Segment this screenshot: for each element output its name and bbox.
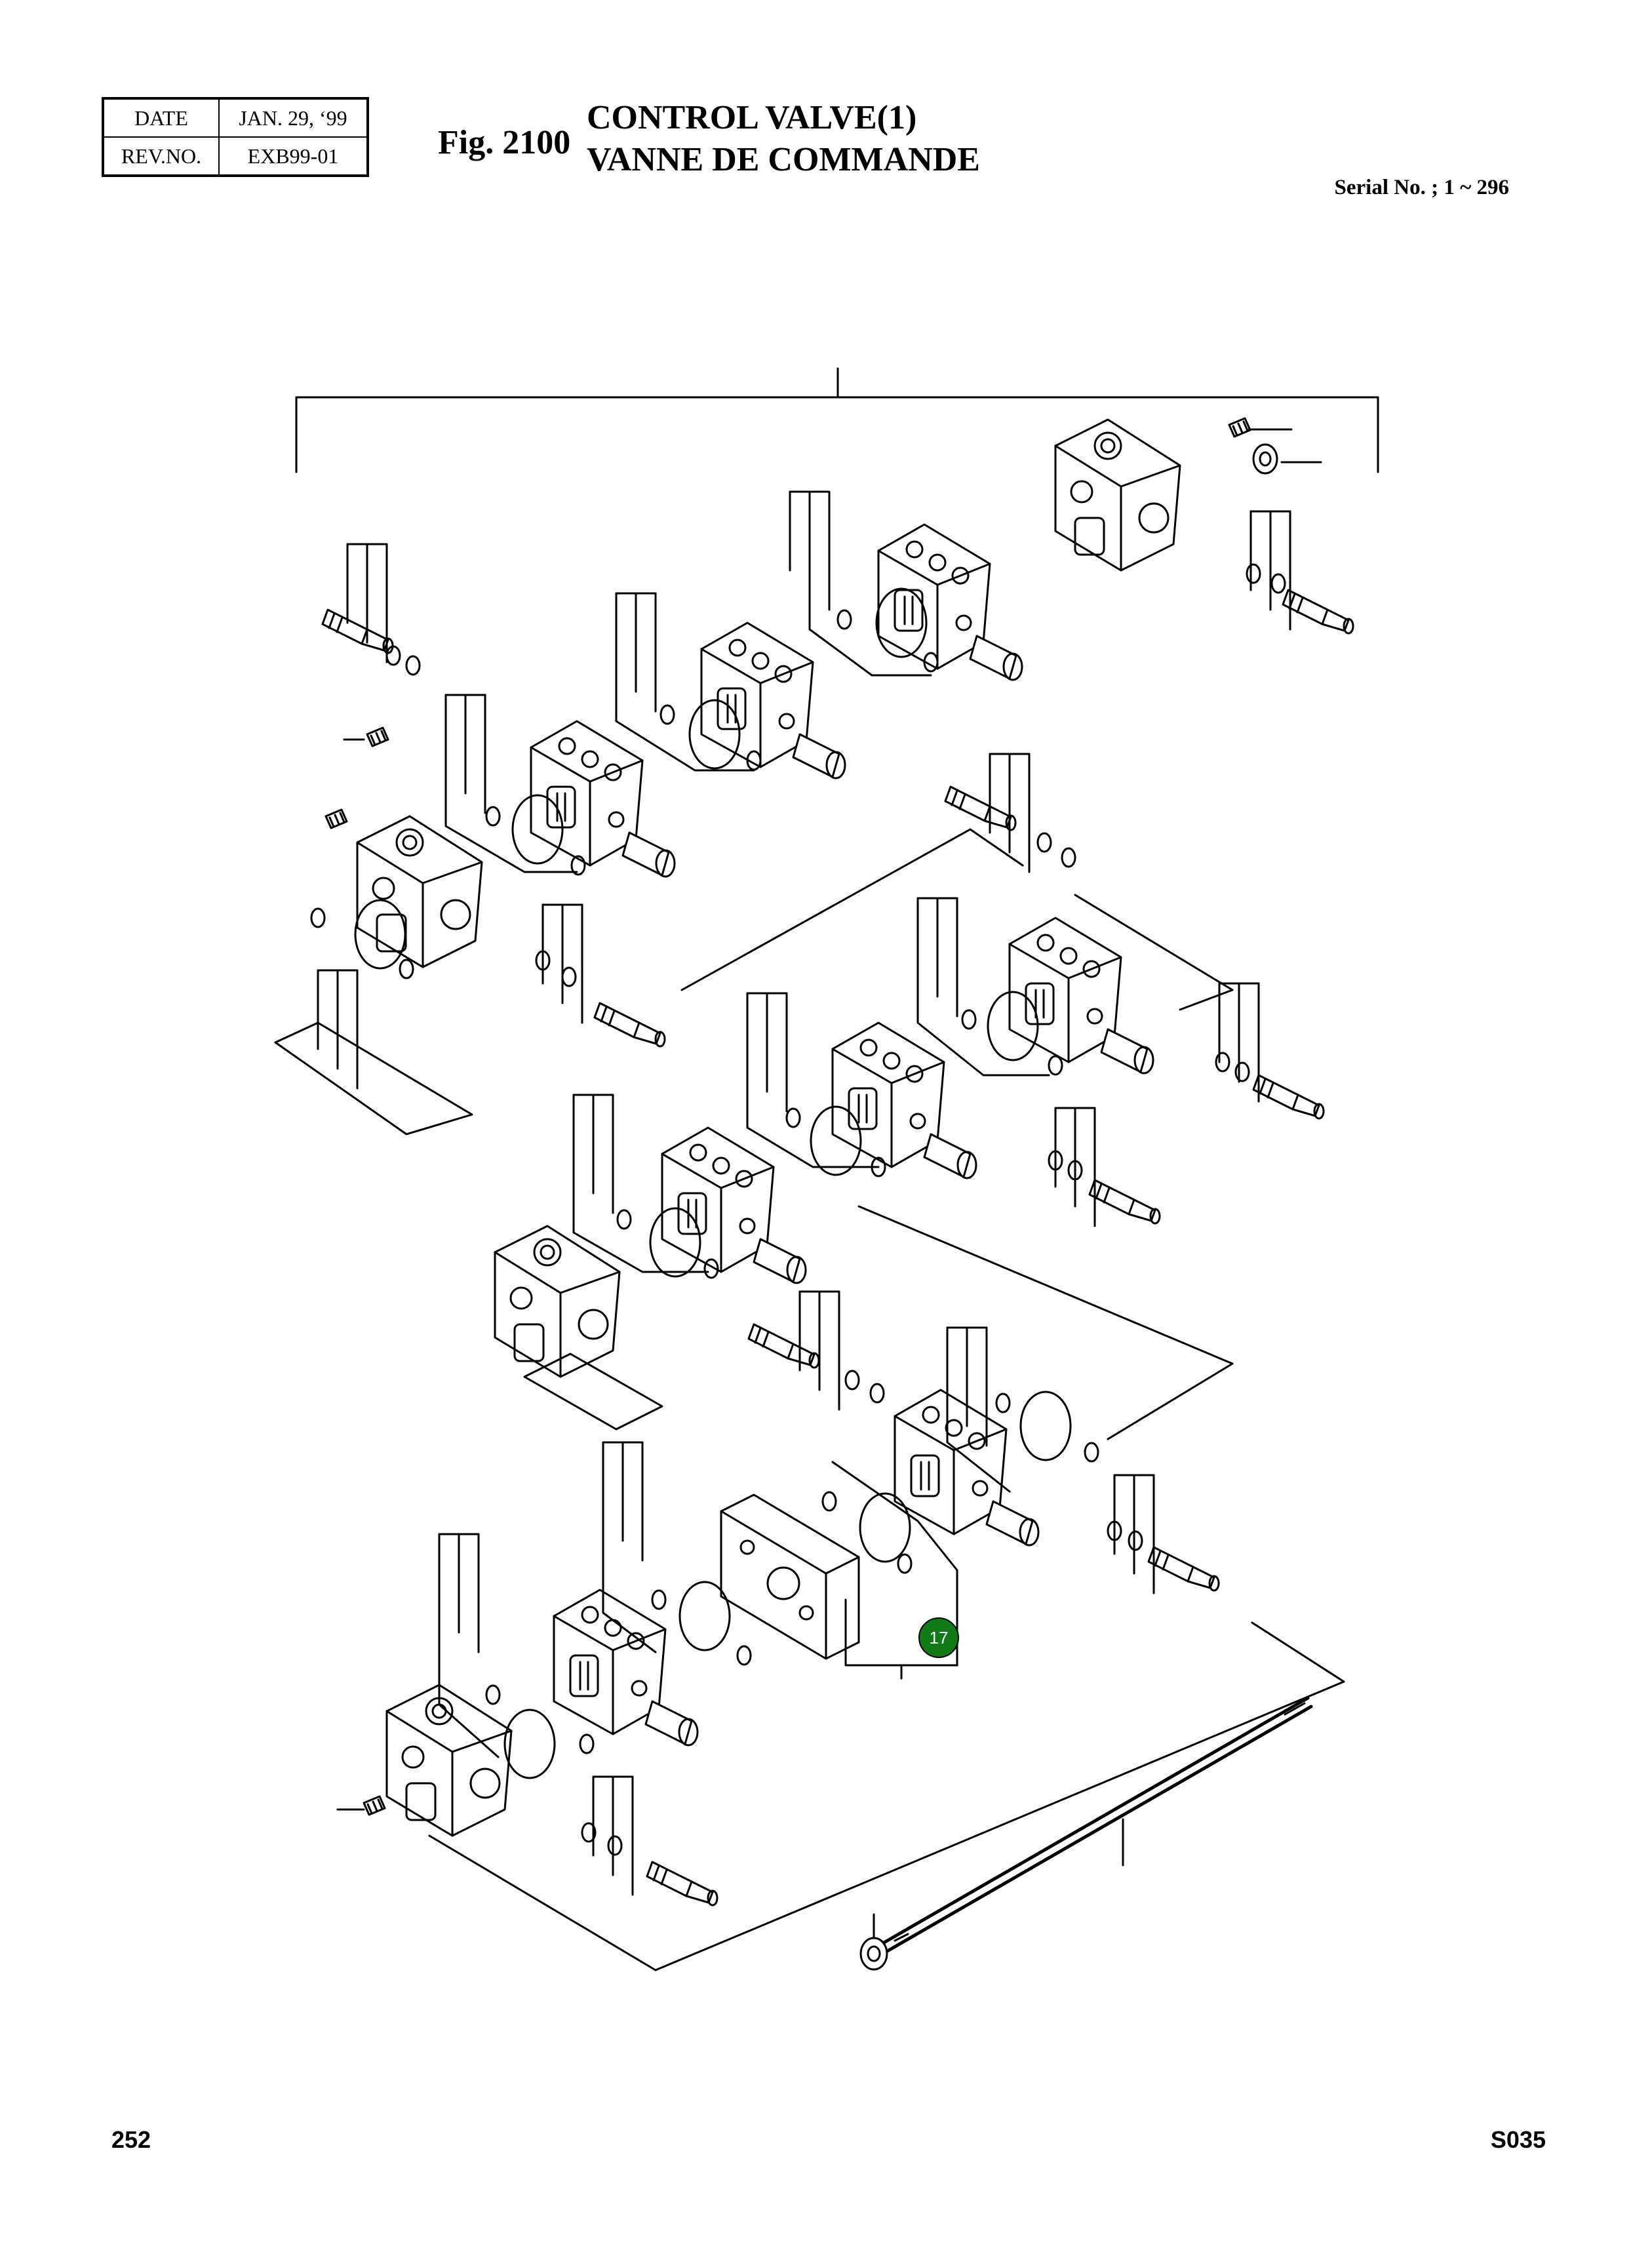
valve-section-5 [831,1021,977,1179]
relief-valve-top-left [321,608,394,654]
relief-valve-mid [944,785,1017,831]
valve-section-6 [661,1126,807,1284]
bottom-inlet-cover [385,1684,513,1837]
relief-valve [1282,589,1354,635]
tie-rod [880,1696,1313,1954]
callout-17-label: 17 [930,1628,949,1648]
relief-valve-bottom [646,1861,718,1907]
valve-section-2 [700,622,846,780]
valve-section-8 [553,1589,699,1747]
serial-range: Serial No. ; 1 ~ 296 [1334,176,1509,199]
rev-value: EXB99-01 [218,136,368,176]
assembly-bracket [295,367,1379,473]
page-number: 252 [111,2126,151,2153]
relief-valve-center [747,1323,820,1369]
plug-part [1228,417,1251,438]
figure-number: Fig. 2100 [438,124,571,161]
outlet-cover-left [356,815,483,968]
date-value: JAN. 29, ‘99 [218,98,368,138]
date-label: DATE [102,98,220,138]
callout-17: 17 [918,1617,959,1658]
title-french: VANNE DE COMMANDE [587,141,980,178]
nut-part [1252,443,1278,475]
relief-valve-right [1252,1074,1325,1120]
title-english: CONTROL VALVE(1) [587,99,917,136]
spacer-plate [720,1493,860,1660]
tie-rod-nut [859,1937,888,1971]
revision-info-table: DATE JAN. 29, ‘99 REV.NO. EXB99-01 [102,97,369,177]
relief-valve-right-2 [1088,1179,1161,1225]
inlet-cover [1054,418,1181,572]
relief-valve-mid-left [593,1002,666,1048]
document-code: S035 [1490,2126,1546,2153]
relief-valve-lower-right [1147,1546,1220,1592]
rev-label: REV.NO. [102,136,220,176]
